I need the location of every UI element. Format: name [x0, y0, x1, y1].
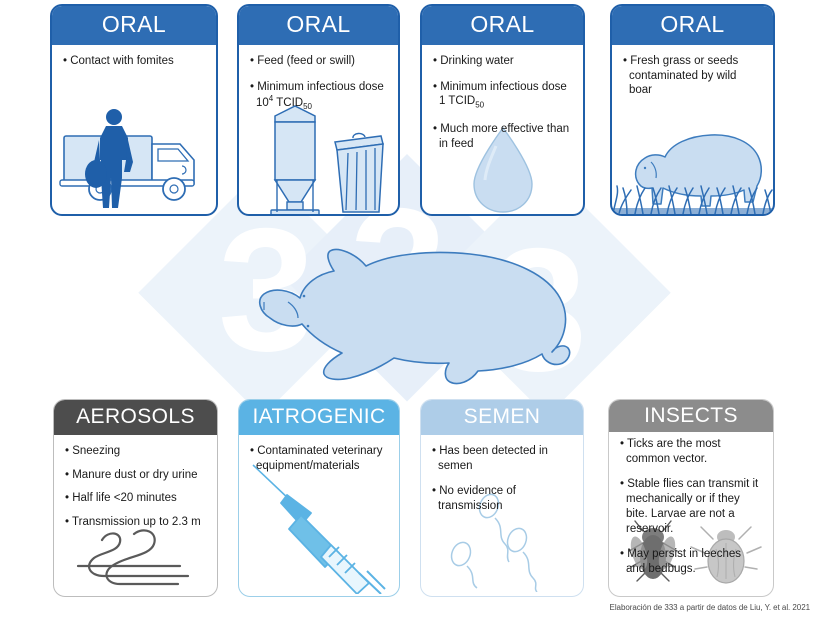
card-body: • Has been detected in semen • No eviden… — [421, 435, 583, 596]
card-body: • Feed (feed or swill) • Minimum infecti… — [239, 45, 398, 214]
card-oral-wild-boar: ORAL • Fresh grass or seeds contaminated… — [610, 4, 775, 216]
bullet-item: • Much more effective than in feed — [433, 122, 570, 150]
bullet-list: • Contact with fomites — [63, 54, 205, 69]
card-body: • Sneezing • Manure dust or dry urine • … — [54, 435, 217, 596]
dose-exponent: 4 — [268, 94, 274, 104]
dose-base: 1 — [439, 95, 446, 108]
dose-mid: TCID — [273, 97, 304, 110]
bullet-list: • Feed (feed or swill) • Minimum infecti… — [250, 54, 387, 113]
bullet-item: • Stable flies can transmit it mechanica… — [620, 478, 759, 535]
card-semen: SEMEN • Has been detected in semen • No … — [420, 399, 584, 597]
bullet-list: • Ticks are the most common vector. • St… — [620, 437, 762, 577]
bullet-item: • Fresh grass or seeds contaminated by w… — [623, 55, 739, 97]
bullet-list: • Has been detected in semen • No eviden… — [432, 444, 572, 514]
card-body: • Ticks are the most common vector. • St… — [609, 432, 773, 596]
card-title: AEROSOLS — [54, 400, 217, 435]
card-body: • Drinking water • Minimum infectious do… — [422, 45, 583, 214]
bullet-item: • Manure dust or dry urine — [65, 468, 198, 481]
card-aerosols: AEROSOLS • Sneezing • Manure dust or dry… — [53, 399, 218, 597]
bullet-item: • Contaminated veterinary equipment/mate… — [250, 445, 383, 472]
card-title: IATROGENIC — [239, 400, 399, 435]
wind-swirl-icon — [76, 529, 190, 586]
bullet-list: • Contaminated veterinary equipment/mate… — [250, 444, 388, 473]
card-title: SEMEN — [421, 400, 583, 435]
dose-subscript: 50 — [303, 102, 312, 112]
dose-mid: TCID — [445, 95, 476, 108]
card-body: • Contaminated veterinary equipment/mate… — [239, 435, 399, 596]
bullet-item: • May persist in leeches and bedbugs. — [620, 548, 741, 576]
card-title: INSECTS — [609, 400, 773, 432]
card-oral-water: ORAL • Drinking water • Minimum infectio… — [420, 4, 585, 216]
card-body: • Fresh grass or seeds contaminated by w… — [612, 45, 773, 214]
card-insects: INSECTS • Ticks are the most common vect… — [608, 399, 774, 597]
bullet-list: • Drinking water • Minimum infectious do… — [433, 54, 572, 151]
bullet-item: • Transmission up to 2.3 m — [65, 516, 201, 529]
truck-and-worker-icon — [59, 109, 195, 208]
bullet-item-dose: • Minimum infectious dose 1 TCID50 — [433, 80, 572, 111]
bullet-item-dose: • Minimum infectious dose 104 TCID50 — [250, 80, 387, 113]
bullet-item: • No evidence of transmission — [432, 485, 516, 513]
bullet-list: • Sneezing • Manure dust or dry urine • … — [65, 444, 206, 530]
dose-pre: • Minimum infectious dose — [250, 80, 384, 93]
card-oral-fomites: ORAL • Contact with fomites — [50, 4, 218, 216]
bullet-item: • Drinking water — [433, 55, 514, 67]
dose-base: 10 — [256, 97, 269, 110]
bullet-item: • Sneezing — [65, 445, 121, 457]
bullet-item: • Has been detected in semen — [432, 445, 548, 472]
card-title: ORAL — [422, 6, 583, 45]
bullet-item: • Ticks are the most common vector. — [620, 438, 721, 465]
dose-pre: • Minimum infectious dose — [433, 80, 567, 93]
card-oral-feed: ORAL • Feed (feed or swill) • Minimum in… — [237, 4, 400, 216]
wild-boar-on-grass-icon — [612, 134, 773, 214]
card-body: • Contact with fomites — [52, 45, 216, 214]
bullet-list: • Fresh grass or seeds contaminated by w… — [623, 54, 762, 98]
feed-silo-and-bin-icon — [270, 105, 384, 214]
dose-subscript: 50 — [475, 100, 485, 110]
bullet-item: • Half life <20 minutes — [65, 492, 177, 505]
central-pig-illustration — [258, 248, 571, 385]
credit-attribution: Elaboración de 333 a partir de datos de … — [609, 603, 811, 612]
syringe-icon — [252, 464, 386, 594]
card-title: ORAL — [52, 6, 216, 45]
card-title: ORAL — [239, 6, 398, 45]
card-iatrogenic: IATROGENIC • Contaminated veterinary equ… — [238, 399, 400, 597]
bullet-item: • Contact with fomites — [63, 55, 174, 67]
bullet-item: • Feed (feed or swill) — [250, 55, 356, 67]
card-title: ORAL — [612, 6, 773, 45]
